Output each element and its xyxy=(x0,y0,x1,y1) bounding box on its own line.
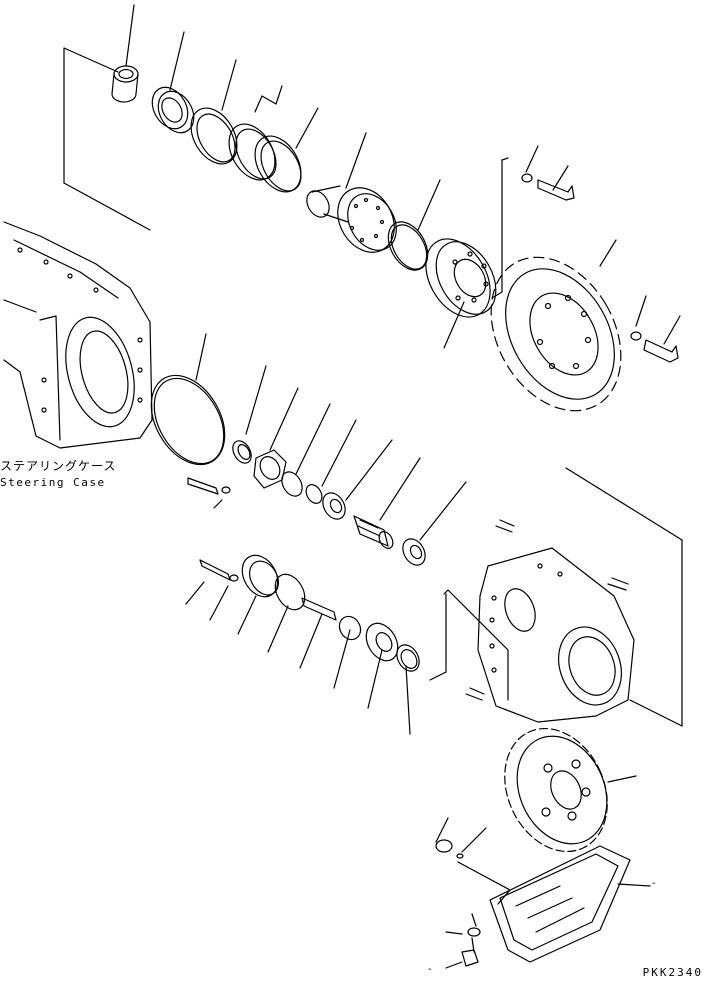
final-drive-housing xyxy=(429,519,635,723)
leader-lines-middle xyxy=(195,333,683,783)
gear-part xyxy=(504,727,608,853)
snap-ring-part xyxy=(190,107,238,165)
bracket-top xyxy=(63,47,509,299)
bearing-part xyxy=(151,86,195,134)
bolt-top-right xyxy=(521,173,679,363)
o-ring-part xyxy=(387,221,429,271)
bushing-part xyxy=(111,65,139,103)
sprocket-part xyxy=(490,256,622,412)
hub-shaft-part xyxy=(306,185,397,253)
drawing-code: PKK2340 xyxy=(642,966,703,979)
oil-pan-part xyxy=(457,845,651,963)
large-o-ring xyxy=(150,374,226,466)
splined-shaft xyxy=(353,515,394,549)
steering-case xyxy=(3,221,153,449)
seal-ring-pair xyxy=(228,123,302,193)
dash-mark-bolt: - xyxy=(428,964,432,975)
leader-lines-top xyxy=(125,4,681,349)
hub-flange-part xyxy=(425,238,497,318)
steering-case-label-jp: ステアリングケース xyxy=(0,459,117,473)
dash-mark-oil-pan: - xyxy=(652,878,656,889)
cover-and-seals xyxy=(232,440,346,520)
steering-case-label-en: Steering Case xyxy=(0,476,106,489)
lower-cover-plates xyxy=(241,554,420,672)
bearing-middle xyxy=(402,538,426,566)
bolts-bottom xyxy=(435,817,487,969)
bolts-middle-left xyxy=(185,477,411,735)
